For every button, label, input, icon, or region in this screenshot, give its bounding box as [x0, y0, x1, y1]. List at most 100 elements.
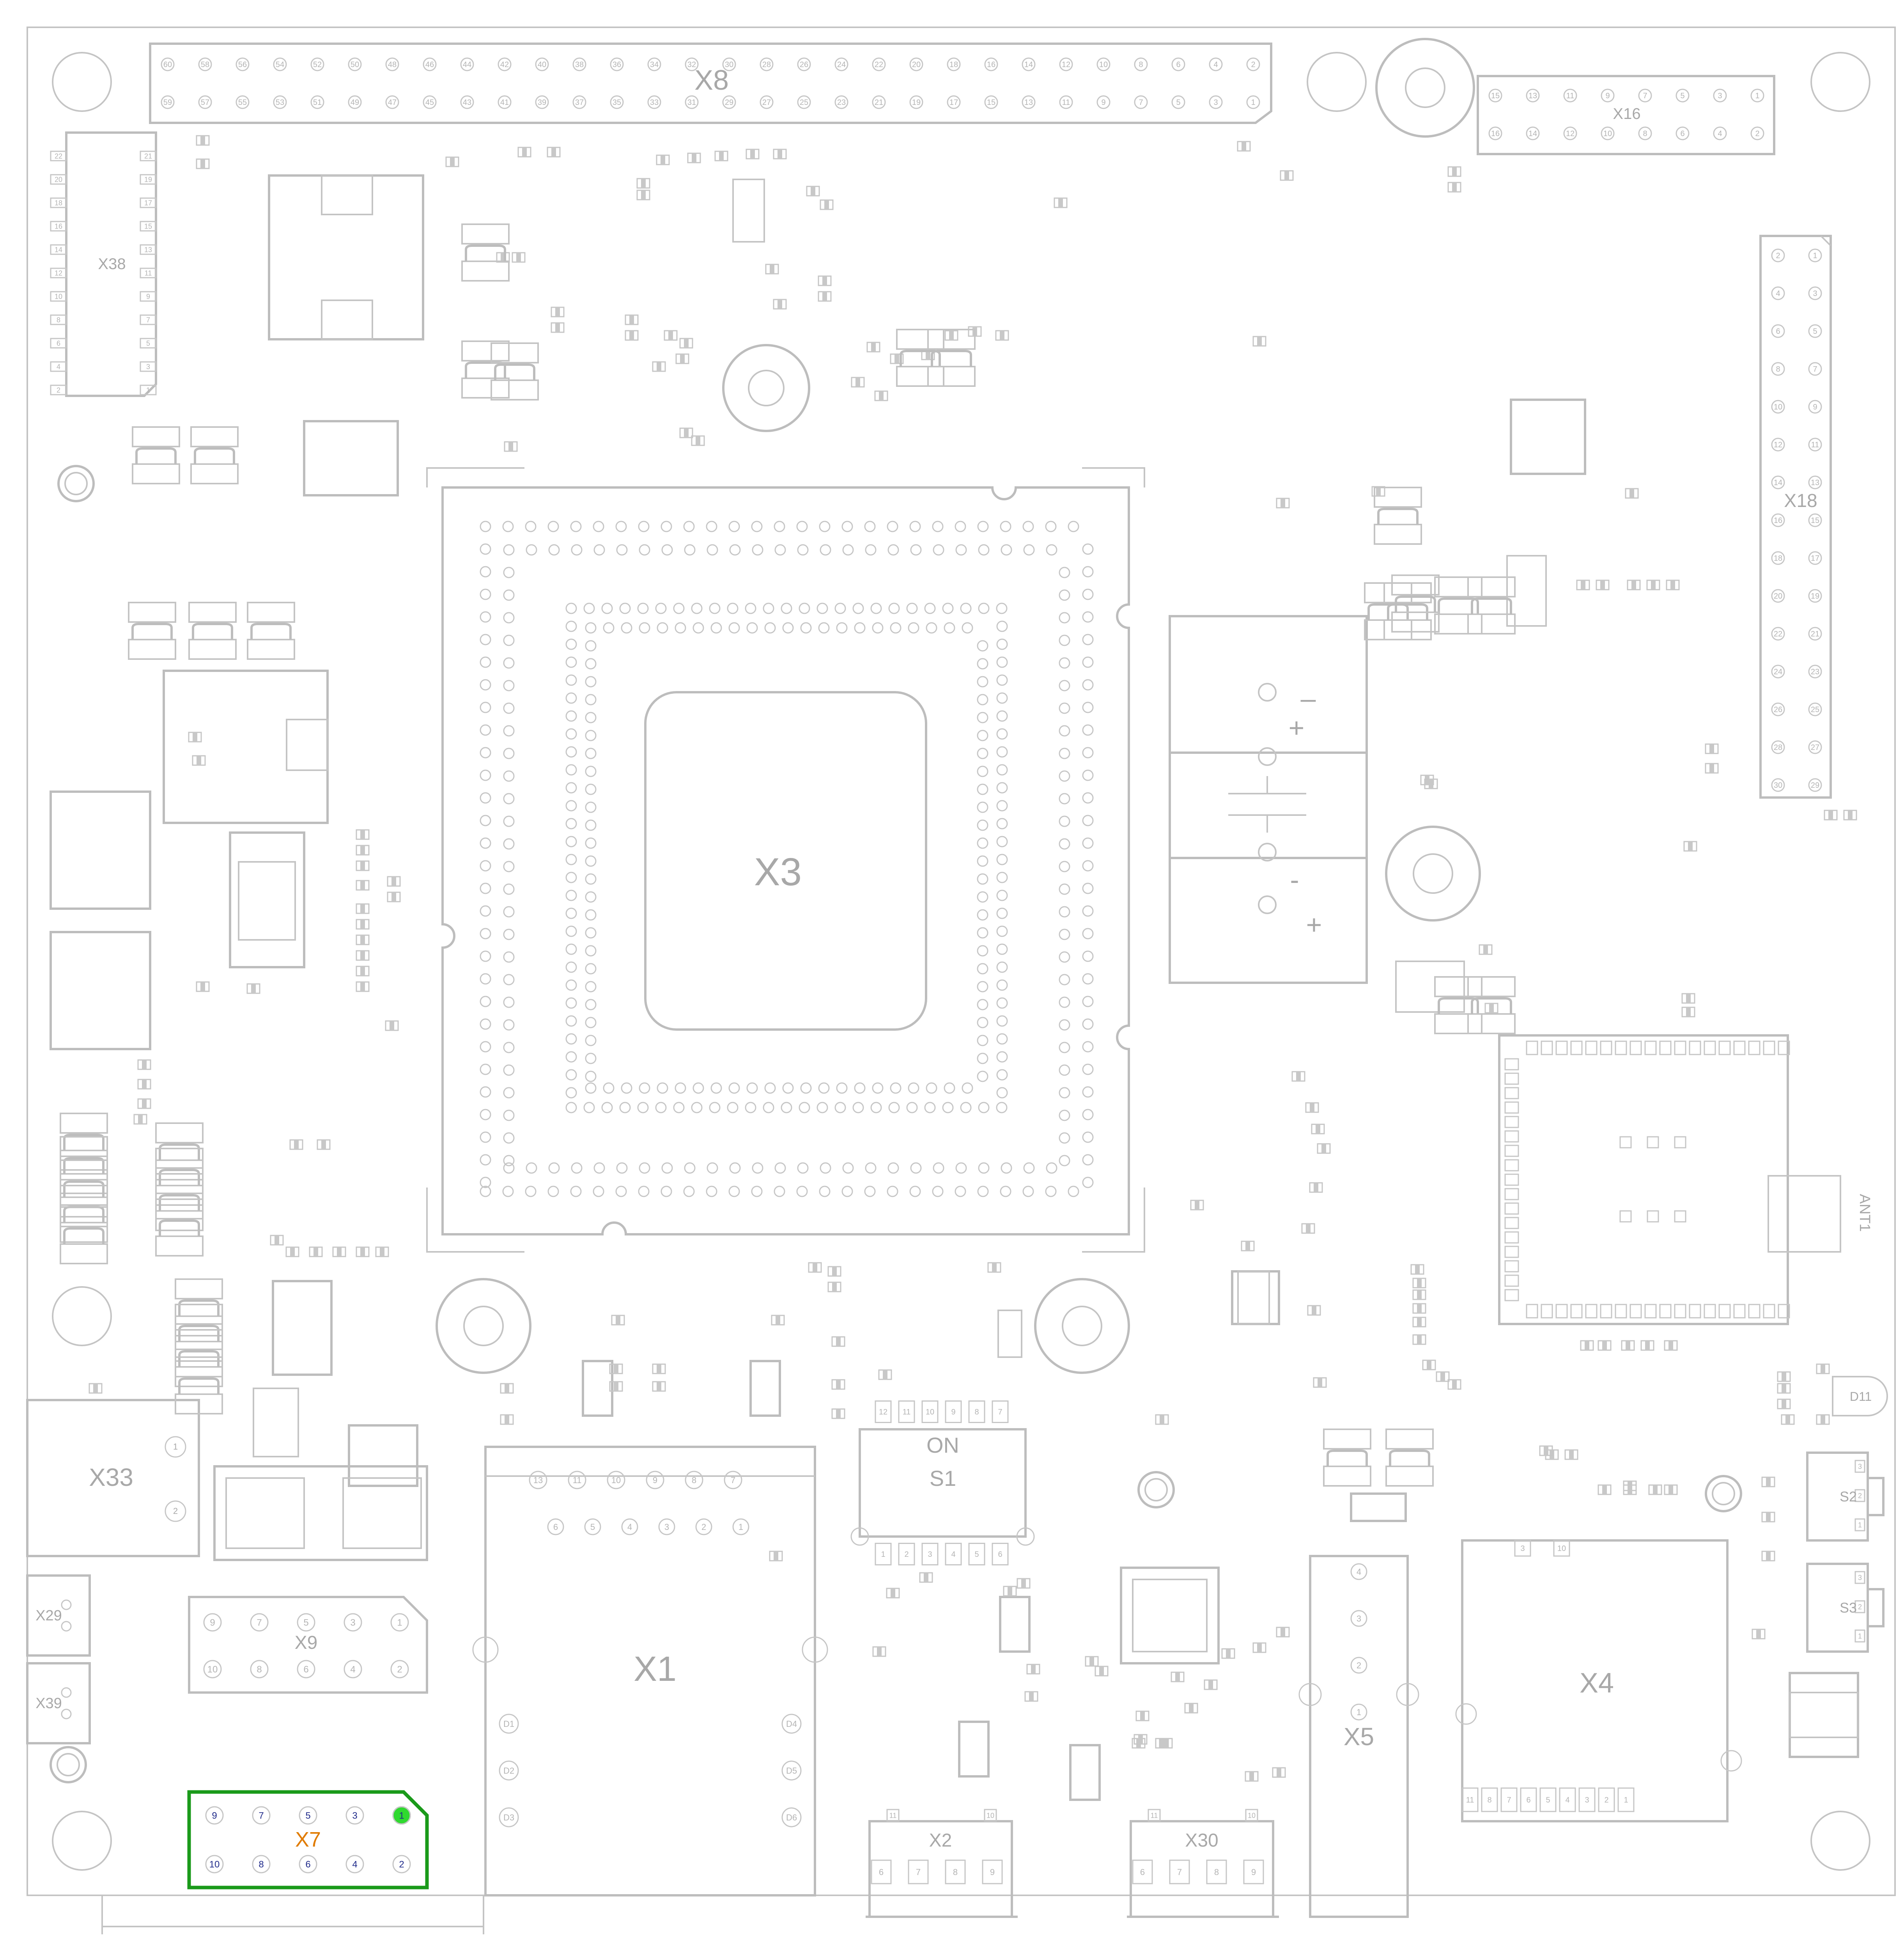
- pin-pad: [205, 1806, 224, 1825]
- smd-resistor-body: [1626, 1341, 1630, 1350]
- edge-pad: [1504, 1274, 1519, 1287]
- pin-pad: [297, 1613, 315, 1632]
- ball-pad: [503, 702, 515, 714]
- x9-label: X9: [295, 1632, 318, 1653]
- capacitor-pad: [1364, 582, 1412, 603]
- pin-pad: [345, 1855, 364, 1873]
- ball-pad: [615, 521, 627, 532]
- pin-pad: [203, 1660, 222, 1678]
- ball-pad: [764, 622, 776, 634]
- pin-pad: [1539, 1787, 1557, 1812]
- edge-pad: [1674, 1040, 1686, 1055]
- ball-pad: [728, 1186, 740, 1197]
- ball-pad: [1023, 1162, 1035, 1174]
- smd-resistor-body: [1628, 1485, 1632, 1494]
- ball-pad: [638, 521, 650, 532]
- edge-pad: [1555, 1040, 1568, 1055]
- pin-pad: [50, 361, 67, 372]
- pin-label: 11: [903, 1408, 911, 1416]
- pin-pad: [385, 95, 399, 109]
- ball-pad: [908, 622, 919, 634]
- capacitor-body: [63, 1180, 104, 1197]
- pin-label: 8: [57, 316, 60, 324]
- ball-pad: [709, 1102, 721, 1113]
- pin-pad: [1350, 1657, 1367, 1674]
- pin-pad: [299, 1806, 317, 1825]
- ball-pad: [706, 1186, 717, 1197]
- pin-label: 16: [55, 222, 62, 230]
- pin-pad: [610, 57, 624, 71]
- smd-resistor-body: [657, 1364, 661, 1374]
- capacitor-pad: [1323, 1466, 1371, 1487]
- ball-pad: [978, 1102, 990, 1113]
- pin-pad: [1771, 627, 1785, 641]
- ball-pad: [480, 883, 491, 894]
- pin-pad: [1771, 589, 1785, 603]
- capacitor-body: [1377, 508, 1419, 525]
- pin-label: 9: [990, 1867, 995, 1877]
- pin-label: 8: [1643, 129, 1647, 138]
- smd-resistor-body: [294, 1140, 299, 1149]
- ball-pad: [1082, 996, 1094, 1007]
- ball-pad: [503, 725, 515, 737]
- capacitor-pad: [155, 1210, 204, 1231]
- pin-pad: [834, 95, 848, 109]
- smd-resistor-body: [1249, 1772, 1254, 1781]
- pin-pad: [685, 57, 699, 71]
- capacitor-body: [1395, 596, 1436, 612]
- ball-pad: [944, 622, 955, 634]
- ball-pad: [977, 927, 988, 939]
- pin-label: 49: [351, 98, 359, 107]
- pin-label: 5: [1546, 1796, 1550, 1804]
- smd-resistor-body: [1257, 337, 1262, 346]
- ball-pad: [1059, 657, 1070, 669]
- ball-pad: [996, 746, 1008, 758]
- edge-pad: [1504, 1087, 1519, 1099]
- ball-pad: [639, 1162, 650, 1174]
- pin-pad: [1771, 513, 1785, 527]
- pin-label: 48: [388, 60, 397, 69]
- ball-pad: [727, 1102, 739, 1113]
- pin-label: 30: [1774, 781, 1782, 790]
- battery-minus-top: –: [1301, 683, 1316, 714]
- pin-label: 42: [500, 60, 509, 69]
- ball-pad: [872, 1082, 884, 1094]
- ball-pad: [1068, 1186, 1079, 1197]
- pin-pad: [984, 95, 998, 109]
- pin-pad: [992, 1400, 1009, 1423]
- ball-pad: [996, 764, 1008, 776]
- battery-plus-top: +: [1289, 713, 1305, 743]
- ball-pad: [707, 1162, 718, 1174]
- ball-pad: [1022, 1186, 1034, 1197]
- pin-label: 9: [1605, 92, 1610, 100]
- pin-pad: [875, 1400, 892, 1423]
- ball-pad: [1023, 544, 1035, 556]
- pin-pad: [348, 95, 362, 109]
- ball-pad: [909, 1186, 921, 1197]
- pin-pad: [1132, 1859, 1153, 1884]
- capacitor-pad: [60, 1136, 108, 1157]
- ball-pad: [661, 1162, 673, 1174]
- pin-pad: [992, 1543, 1009, 1565]
- switch-s3: 321 S3: [1806, 1563, 1885, 1653]
- ball-pad: [996, 890, 1008, 901]
- smd-resistor-body: [778, 300, 782, 309]
- pin-label: 7: [259, 1811, 264, 1821]
- smd-resistor-body: [1160, 1415, 1164, 1424]
- pin-pad: [50, 385, 67, 395]
- ball-pad: [565, 692, 577, 704]
- ball-pad: [480, 792, 491, 804]
- edge-pad: [1585, 1304, 1598, 1319]
- pin-pad: [1350, 1563, 1367, 1580]
- smd-resistor-body: [616, 1315, 620, 1325]
- capacitor-pad: [175, 1341, 223, 1362]
- pin-label: 2: [904, 1550, 909, 1559]
- pin-pad: [872, 95, 886, 109]
- ball-pad: [565, 961, 577, 973]
- ball-pad: [480, 702, 491, 713]
